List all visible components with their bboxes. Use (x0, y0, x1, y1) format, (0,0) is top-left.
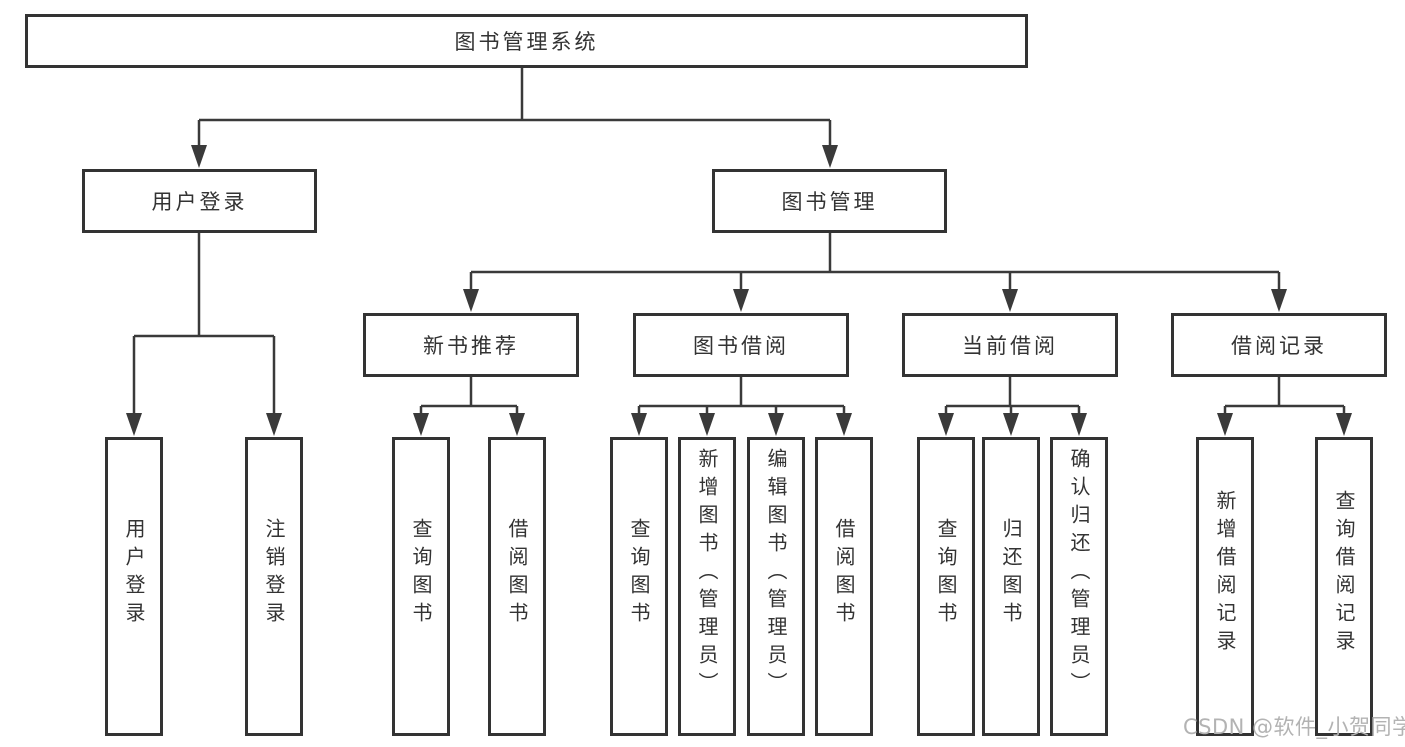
node-label: 查询借阅记录 (1332, 490, 1356, 658)
node-label: 新增图书（管理员） (695, 448, 719, 700)
connector-user-login-children (126, 233, 282, 436)
node-leaf-nb-borrow-books: 借阅图书 (488, 437, 546, 736)
node-label: 用户登录 (122, 518, 146, 630)
node-label: 借阅图书 (505, 518, 529, 630)
arrowhead (631, 413, 647, 436)
arrowhead (1217, 413, 1233, 436)
arrowhead (463, 289, 479, 312)
node-leaf-cb-query-books: 查询图书 (917, 437, 975, 736)
node-library-system: 图书管理系统 (25, 14, 1028, 68)
arrowhead (836, 413, 852, 436)
arrowhead (191, 145, 207, 168)
node-label: 图书管理 (781, 190, 878, 214)
node-book-borrowing: 图书借阅 (633, 313, 849, 377)
node-label: 查询图书 (934, 518, 958, 630)
node-borrowing-records: 借阅记录 (1171, 313, 1387, 377)
connector-borrowing-records-children (1217, 377, 1352, 436)
arrowhead (733, 289, 749, 312)
arrowhead (509, 413, 525, 436)
node-label: 新增借阅记录 (1213, 490, 1237, 658)
connector-book-borrowing-children (631, 377, 852, 436)
node-user-login: 用户登录 (82, 169, 317, 233)
node-leaf-nb-query-books: 查询图书 (392, 437, 450, 736)
node-leaf-br-query-record: 查询借阅记录 (1315, 437, 1373, 736)
node-leaf-user-login: 用户登录 (105, 437, 163, 736)
node-label: 图书借阅 (693, 334, 789, 358)
node-new-book-recommend: 新书推荐 (363, 313, 579, 377)
node-label: 当前借阅 (962, 334, 1058, 358)
arrowhead (126, 413, 142, 436)
node-label: 用户登录 (151, 190, 248, 214)
arrowhead (938, 413, 954, 436)
connector-new-book-recommend-children (413, 377, 525, 436)
node-label: 编辑图书（管理员） (764, 448, 788, 700)
node-leaf-bb-borrow-books: 借阅图书 (815, 437, 873, 736)
arrowhead (768, 413, 784, 436)
node-current-borrowing: 当前借阅 (902, 313, 1118, 377)
node-label: 借阅图书 (832, 518, 856, 630)
node-label: 归还图书 (999, 518, 1023, 630)
node-book-management: 图书管理 (712, 169, 947, 233)
node-label: 图书管理系统 (454, 30, 599, 54)
node-label: 新书推荐 (423, 334, 519, 358)
arrowhead (699, 413, 715, 436)
connector-root-to-level2 (191, 68, 838, 168)
arrowhead (413, 413, 429, 436)
node-leaf-bb-add-books-admin: 新增图书（管理员） (678, 437, 736, 736)
arrowhead (1336, 413, 1352, 436)
node-label: 查询图书 (409, 518, 433, 630)
arrowhead (266, 413, 282, 436)
node-leaf-br-add-record: 新增借阅记录 (1196, 437, 1254, 736)
arrowhead (1002, 289, 1018, 312)
arrowhead (1003, 413, 1019, 436)
node-label: 注销登录 (262, 518, 286, 630)
node-leaf-bb-edit-books-admin: 编辑图书（管理员） (747, 437, 805, 736)
arrowhead (1271, 289, 1287, 312)
node-leaf-cb-confirm-return-admin: 确认归还（管理员） (1050, 437, 1108, 736)
node-leaf-cb-return-books: 归还图书 (982, 437, 1040, 736)
arrowhead (822, 145, 838, 168)
connector-book-management-children (463, 233, 1287, 312)
node-leaf-bb-query-books: 查询图书 (610, 437, 668, 736)
node-label: 查询图书 (627, 518, 651, 630)
connector-current-borrowing-children (938, 377, 1087, 436)
node-label: 确认归还（管理员） (1067, 448, 1091, 700)
watermark: CSDN @软件_小贺同学 (1183, 715, 1405, 739)
node-label: 借阅记录 (1231, 334, 1327, 358)
arrowhead (1071, 413, 1087, 436)
node-leaf-logout: 注销登录 (245, 437, 303, 736)
